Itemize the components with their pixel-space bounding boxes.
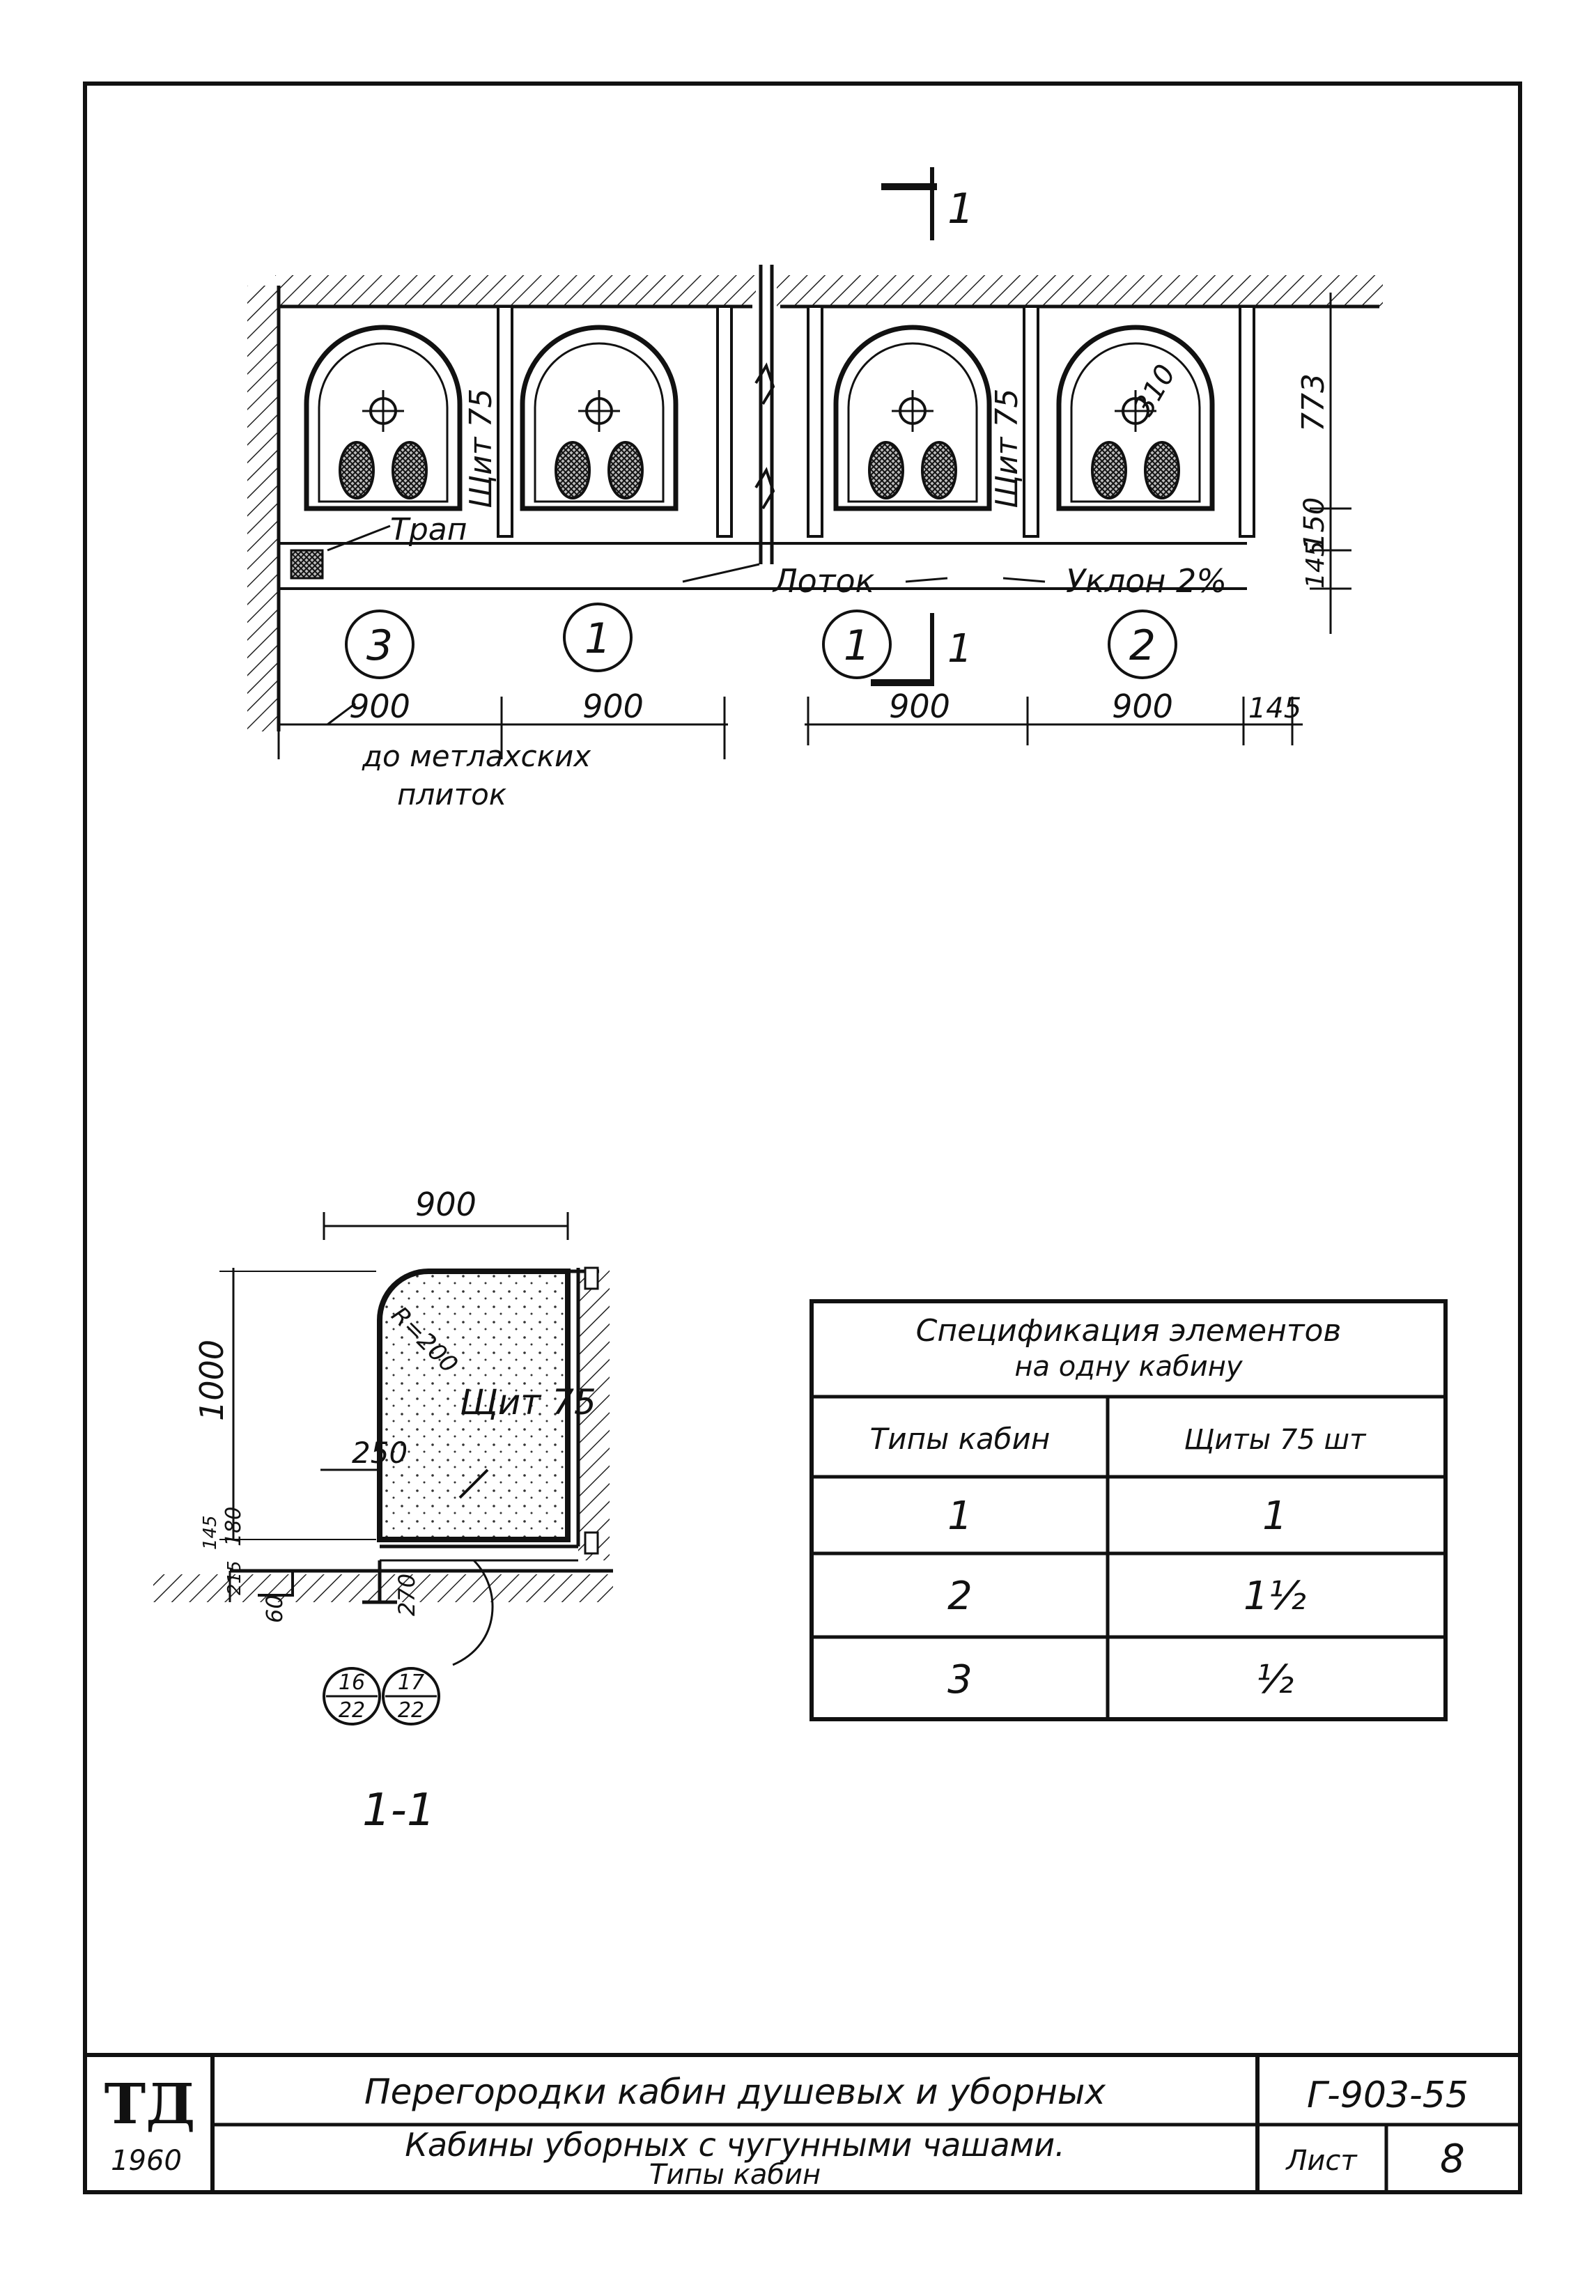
section-marker-bottom: 1 <box>871 613 973 686</box>
panel-label-right: Щит 75 <box>989 389 1025 509</box>
drain-label: Трап <box>390 512 467 548</box>
cabin-number: 1 <box>844 621 870 670</box>
section-small-dim-3: 215 <box>224 1560 245 1595</box>
section-panel-label: Щит 75 <box>460 1382 596 1422</box>
ref-bottom: 22 <box>339 1698 365 1723</box>
spec-col-header-2: Щиты 75 шт <box>1184 1424 1368 1456</box>
toilet-bowl <box>304 325 463 511</box>
section-small-dim-1: 180 <box>222 1507 246 1546</box>
ref-top: 17 <box>398 1670 424 1695</box>
back-wall-right <box>777 275 1383 307</box>
plan-dim-right-1: 900 <box>889 688 950 725</box>
trough-label: Лоток <box>772 562 875 600</box>
year: 1960 <box>111 2145 182 2177</box>
reference-circle: 16 22 <box>323 1667 381 1725</box>
section-small-dim-2: 145 <box>200 1515 221 1550</box>
plan-vdim-1: 773 <box>1296 373 1331 432</box>
spec-cell: 1½ <box>1244 1574 1306 1619</box>
spec-cell: 1 <box>1262 1494 1287 1539</box>
cabin-number: 2 <box>1129 621 1156 670</box>
spec-table: Спецификация элементов на одну кабину Ти… <box>809 1299 1448 1721</box>
title-block: ТД 1960 Перегородки кабин душевых и убор… <box>85 2053 1520 2192</box>
plan-dim-left-1: 900 <box>349 688 410 725</box>
partition-panel <box>497 305 513 538</box>
plan-vdim-3: 145 <box>1301 541 1330 589</box>
cabin-number: 1 <box>584 614 611 663</box>
panel-label-left: Щит 75 <box>463 389 499 509</box>
slope-label: Уклон 2% <box>1066 562 1227 600</box>
spec-title-line2: на одну кабину <box>1014 1351 1244 1383</box>
partition-panel <box>1239 305 1255 538</box>
spec-cell: 2 <box>947 1574 973 1619</box>
sheet-frame <box>83 82 1522 2194</box>
plan-note-line1: до метлахских <box>362 739 591 773</box>
partition-panel <box>1023 305 1039 538</box>
cabin-number-circle: 2 <box>1108 610 1177 679</box>
sheet-number: 8 <box>1440 2136 1465 2182</box>
section-small-dim-4: 270 <box>394 1574 420 1616</box>
section-marker-top: 1 <box>881 167 974 240</box>
logo: ТД <box>104 2071 196 2136</box>
plan-note-line2: плиток <box>397 777 507 812</box>
ref-bottom: 22 <box>398 1698 424 1723</box>
title-line2: Кабины уборных с чугунными чашами. <box>405 2126 1065 2164</box>
panel-shape <box>377 1269 571 1542</box>
cabin-number-circle: 1 <box>563 603 633 672</box>
section-offset-dim: 250 <box>352 1436 408 1470</box>
spec-cell: 3 <box>947 1657 973 1702</box>
back-wall-left <box>275 275 756 307</box>
floor-drain <box>290 549 324 580</box>
spec-col-header-1: Типы кабин <box>870 1422 1051 1456</box>
section-height-dim: 1000 <box>193 1340 231 1421</box>
section-view: 900 1000 R=200 Щит 75 250 180 145 215 27… <box>153 1186 613 1836</box>
cabin-number-circle: 1 <box>822 610 892 679</box>
spec-cell: ½ <box>1256 1657 1294 1702</box>
plan-dim-right-3: 145 <box>1248 692 1301 724</box>
section-marker-top-label: 1 <box>947 185 974 233</box>
partition-panel <box>807 305 823 538</box>
plan-vdim-2: 150 <box>1299 497 1331 550</box>
section-marker-bottom-label: 1 <box>947 626 973 672</box>
cabin-number-circle: 3 <box>345 610 415 679</box>
plan-view: 1 <box>247 167 1383 812</box>
plan-dim-left-2: 900 <box>582 688 644 725</box>
section-title: 1-1 <box>362 1785 435 1836</box>
cabin-number: 3 <box>366 621 393 670</box>
section-width-dim: 900 <box>415 1186 477 1223</box>
partition-panel <box>716 305 733 538</box>
spec-title-line1: Спецификация элементов <box>916 1313 1342 1349</box>
toilet-bowl <box>833 325 992 511</box>
sheet-label: Лист <box>1285 2145 1358 2177</box>
section-small-dim-5: 60 <box>261 1595 288 1623</box>
spec-cell: 1 <box>947 1494 973 1539</box>
title-line1: Перегородки кабин душевых и уборных <box>364 2072 1106 2112</box>
plan-dim-right-2: 900 <box>1112 688 1173 725</box>
ref-top: 16 <box>339 1670 365 1695</box>
reference-circle: 17 22 <box>382 1667 440 1725</box>
toilet-bowl <box>520 325 679 511</box>
side-wall <box>247 286 279 731</box>
title-line3: Типы кабин <box>649 2159 821 2191</box>
toilet-bowl <box>1056 325 1215 511</box>
drawing-code: Г-903-55 <box>1307 2074 1469 2116</box>
